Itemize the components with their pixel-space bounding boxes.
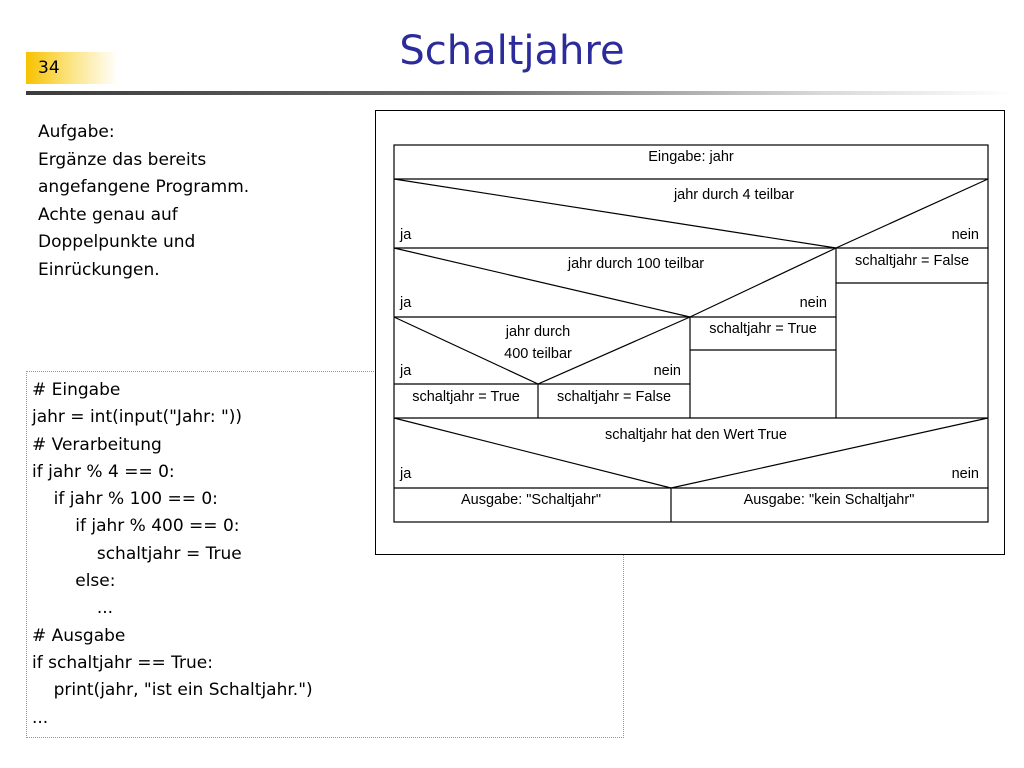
code-listing: # Eingabe jahr = int(input("Jahr: ")) # … [32,377,313,732]
code-line: if jahr % 4 == 0: [32,461,175,482]
cond4-yes-label: ja [399,227,412,243]
structogram: Eingabe: jahr jahr durch 4 teilbar ja ne… [393,144,989,523]
cond100-label: jahr durch 100 teilbar [567,256,704,272]
set-false-cond4: schaltjahr = False [855,253,969,269]
input-label: Eingabe: jahr [648,149,734,165]
cond4-no-label: nein [952,227,979,243]
slide-title: Schaltjahre [399,28,625,74]
task-line: Achte genau auf [38,204,178,225]
task-line: Doppelpunkte und [38,232,196,252]
cond400-no-label: nein [654,363,681,379]
output-diagonal-right [670,417,989,489]
code-line: # Verarbeitung [32,434,162,455]
structogram-frame: Eingabe: jahr jahr durch 4 teilbar ja ne… [375,110,1005,555]
set-false-cond400: schaltjahr = False [557,389,671,405]
output-yes-label: ja [399,466,412,482]
code-line: if jahr % 100 == 0: [32,489,218,510]
output-condition-label: schaltjahr hat den Wert True [605,427,787,443]
code-line: else: [32,571,116,592]
output-leap-year: Ausgabe: "Schaltjahr" [461,492,601,508]
output-no-leap-year: Ausgabe: "kein Schaltjahr" [744,492,915,508]
task-line: Aufgabe: [38,122,115,142]
code-line: print(jahr, "ist ein Schaltjahr.") [32,680,313,701]
code-line: # Eingabe [32,380,121,400]
output-no-label: nein [952,466,979,482]
code-line: schaltjahr = True [32,543,242,564]
cond400-diagonal-left [393,316,539,385]
task-description: Aufgabe: Ergänze das bereits angefangene… [38,119,249,284]
cond4-diagonal-left [393,178,837,249]
cond4-diagonal-right [835,178,989,249]
code-line: ... [32,707,49,728]
task-line: Einrückungen. [38,259,160,280]
set-true-cond100: schaltjahr = True [709,321,817,337]
slide-number-badge: 34 [26,52,118,84]
code-line: if jahr % 400 == 0: [32,516,240,537]
task-line: Ergänze das bereits [38,149,207,170]
task-line: angefangene Programm. [38,177,250,197]
code-line: jahr = int(input("Jahr: ")) [32,407,243,428]
cond100-diagonal-right [689,247,837,318]
cond100-yes-label: ja [399,295,412,311]
cond100-diagonal-left [393,247,691,318]
slide-number: 34 [38,58,60,78]
cond100-no-label: nein [800,295,827,311]
cond400-yes-label: ja [399,363,412,379]
title-divider [26,91,1016,95]
set-true-cond400: schaltjahr = True [412,389,520,405]
cond400-label-line1: jahr durch [505,324,570,340]
output-diagonal-left [393,417,672,489]
code-line: # Ausgabe [32,625,126,646]
structogram-outline [393,144,989,523]
code-line: if schaltjahr == True: [32,652,213,673]
cond4-label: jahr durch 4 teilbar [673,187,794,203]
structogram-lines [393,144,989,523]
code-line: ... [32,598,114,619]
cond400-diagonal-right [537,316,691,385]
cond400-label-line2: 400 teilbar [504,346,572,362]
